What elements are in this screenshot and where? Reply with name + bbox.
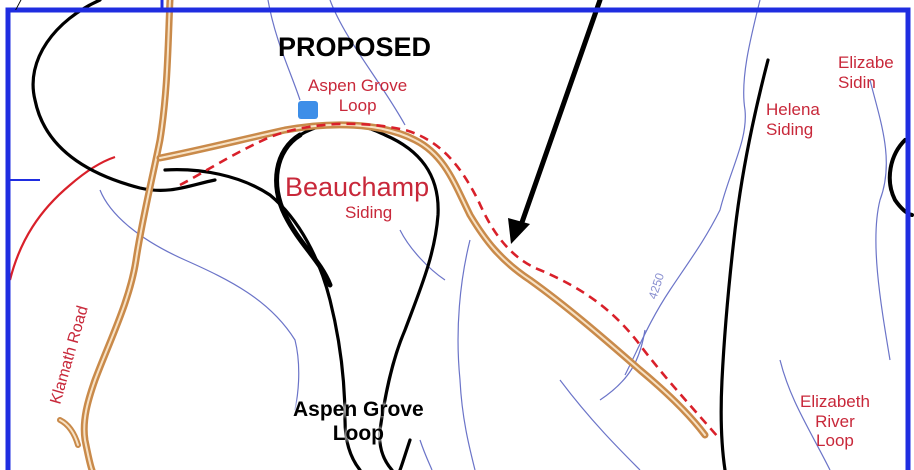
map-frame <box>5 0 911 470</box>
aspen-grove-loop-bottom-label: Aspen Grove Loop <box>293 398 424 446</box>
creek-line <box>419 439 433 470</box>
creek-line <box>559 379 641 470</box>
elizabeth-siding-label: Elizabe Sidin <box>838 53 894 92</box>
highway-lines <box>57 0 709 470</box>
creek-line <box>329 0 406 126</box>
creek-line <box>624 0 761 376</box>
creek-line <box>99 189 300 411</box>
railroad-line <box>719 58 770 470</box>
arrow-head <box>508 218 530 244</box>
klamath-road-label: Klamath Road <box>48 304 92 406</box>
map-title: PROPOSED <box>278 32 432 62</box>
railroad-line <box>398 438 412 470</box>
elizabeth-river-loop-label: Elizabeth River Loop <box>800 392 870 451</box>
creek-line <box>599 329 646 401</box>
creek-line <box>869 79 891 361</box>
railroad-line <box>274 132 333 288</box>
contour-label: 4250 <box>646 271 668 301</box>
railroad-line <box>298 122 440 470</box>
partial-glyph: / <box>15 0 24 15</box>
beauchamp-label: Beauchamp <box>285 172 430 202</box>
creek-line <box>457 239 476 470</box>
railroad-line <box>163 168 362 470</box>
railroad-line <box>31 0 217 192</box>
beauchamp-siding-label: Siding <box>345 203 393 222</box>
creek-line <box>779 359 831 470</box>
arrow-shaft <box>517 0 603 231</box>
helena-siding-label: Helena Siding <box>766 100 820 139</box>
creek-line <box>399 229 446 281</box>
red-road-line <box>8 155 116 281</box>
aspen-grove-loop-top-label: Aspen Grove Loop <box>308 76 408 115</box>
location-marker <box>298 101 318 119</box>
creek-lines <box>99 0 891 470</box>
